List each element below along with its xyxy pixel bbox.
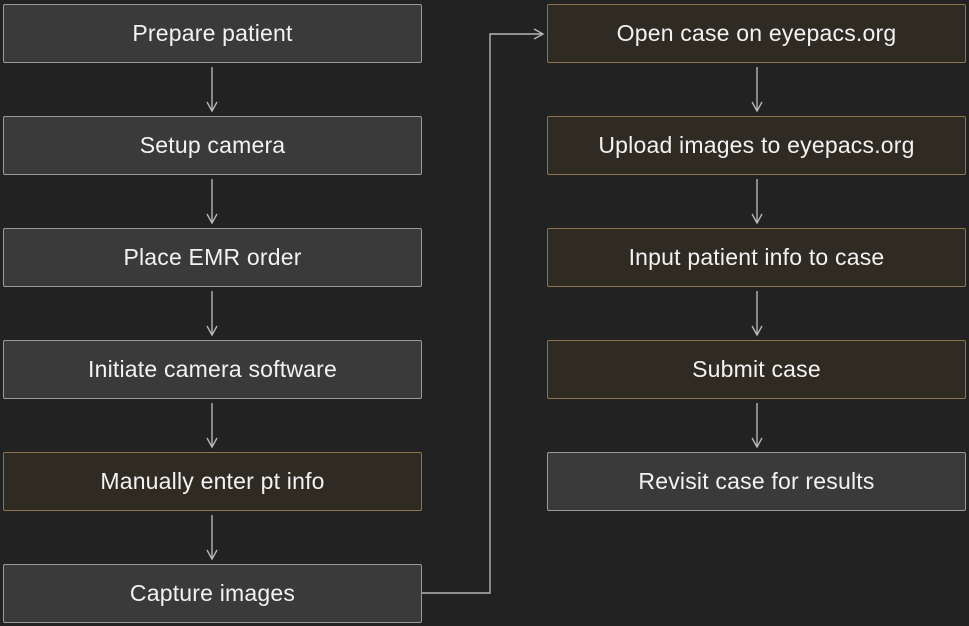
step-open-case: Open case on eyepacs.org — [547, 4, 966, 63]
step-upload-images: Upload images to eyepacs.org — [547, 116, 966, 175]
step-revisit-case: Revisit case for results — [547, 452, 966, 511]
arrow-capture-to-open-case — [422, 28, 545, 594]
step-capture-images: Capture images — [3, 564, 422, 623]
step-input-patient-info: Input patient info to case — [547, 228, 966, 287]
step-submit-case: Submit case — [547, 340, 966, 399]
step-prepare-patient: Prepare patient — [3, 4, 422, 63]
step-initiate-camera-software: Initiate camera software — [3, 340, 422, 399]
step-place-emr-order: Place EMR order — [3, 228, 422, 287]
step-manually-enter-pt-info: Manually enter pt info — [3, 452, 422, 511]
step-setup-camera: Setup camera — [3, 116, 422, 175]
